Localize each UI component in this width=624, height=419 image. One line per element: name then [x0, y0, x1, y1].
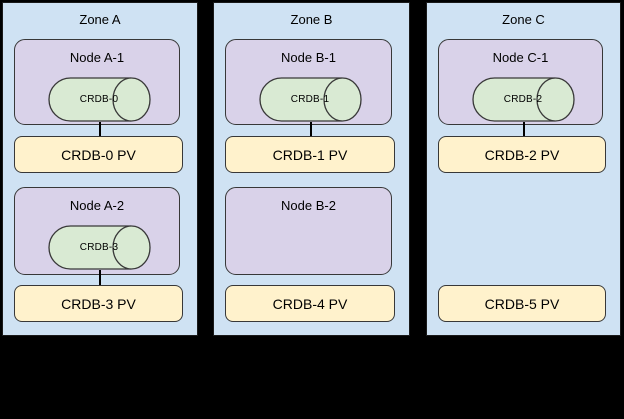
pv-connector-line: [99, 122, 101, 137]
node-a1-label: Node A-1: [69, 50, 125, 65]
node-b2-label: Node B-2: [281, 198, 336, 213]
crdb-5-pv-box: CRDB-5 PV: [438, 285, 606, 322]
crdb-5-pv-label: CRDB-5 PV: [484, 295, 560, 312]
crdb-1-pv-box: CRDB-1 PV: [225, 136, 395, 173]
pv-connector-line: [99, 270, 101, 286]
zone-c: Zone C Node C-1 CRDB-2 CRDB-2 PV CRDB-5 …: [426, 2, 621, 336]
crdb-4-pv-box: CRDB-4 PV: [225, 285, 395, 322]
node-c1: Node C-1 CRDB-2: [438, 39, 603, 125]
node-a1: Node A-1 CRDB-0: [14, 39, 180, 125]
node-b1-label: Node B-1: [281, 50, 336, 65]
database-cylinder-icon: CRDB-0: [47, 77, 152, 122]
crdb-3-pv-box: CRDB-3 PV: [14, 285, 183, 322]
zone-b-label: Zone B: [290, 12, 333, 27]
node-a2-label: Node A-2: [69, 198, 125, 213]
node-c1-label: Node C-1: [492, 50, 549, 65]
crdb-0-label: CRDB-0: [79, 94, 119, 105]
database-cylinder-icon: CRDB-1: [258, 77, 363, 122]
crdb-2-pv-label: CRDB-2 PV: [484, 146, 560, 163]
node-b2: Node B-2: [225, 187, 392, 275]
crdb-3-pv-label: CRDB-3 PV: [61, 295, 136, 312]
crdb-0-pv-label: CRDB-0 PV: [61, 146, 136, 163]
crdb-2-label: CRDB-2: [503, 94, 543, 105]
zone-a-label: Zone A: [79, 12, 121, 27]
node-a2: Node A-2 CRDB-3: [14, 187, 180, 275]
database-cylinder-icon: CRDB-2: [471, 77, 576, 122]
crdb-1-label: CRDB-1: [290, 94, 330, 105]
crdb-2-pv-box: CRDB-2 PV: [438, 136, 606, 173]
zone-b: Zone B Node B-1 CRDB-1 CRDB-1 PV Node B-…: [213, 2, 410, 336]
zone-a: Zone A Node A-1 CRDB-0 CRDB-0 PV Node A-…: [2, 2, 198, 336]
crdb-3-label: CRDB-3: [79, 242, 119, 253]
pv-connector-line: [310, 122, 312, 137]
crdb-0-pv-box: CRDB-0 PV: [14, 136, 183, 173]
zone-c-label: Zone C: [502, 12, 545, 27]
node-b1: Node B-1 CRDB-1: [225, 39, 392, 125]
database-cylinder-icon: CRDB-3: [47, 225, 152, 270]
crdb-4-pv-label: CRDB-4 PV: [272, 295, 348, 312]
pv-connector-line: [523, 122, 525, 137]
crdb-1-pv-label: CRDB-1 PV: [272, 146, 348, 163]
